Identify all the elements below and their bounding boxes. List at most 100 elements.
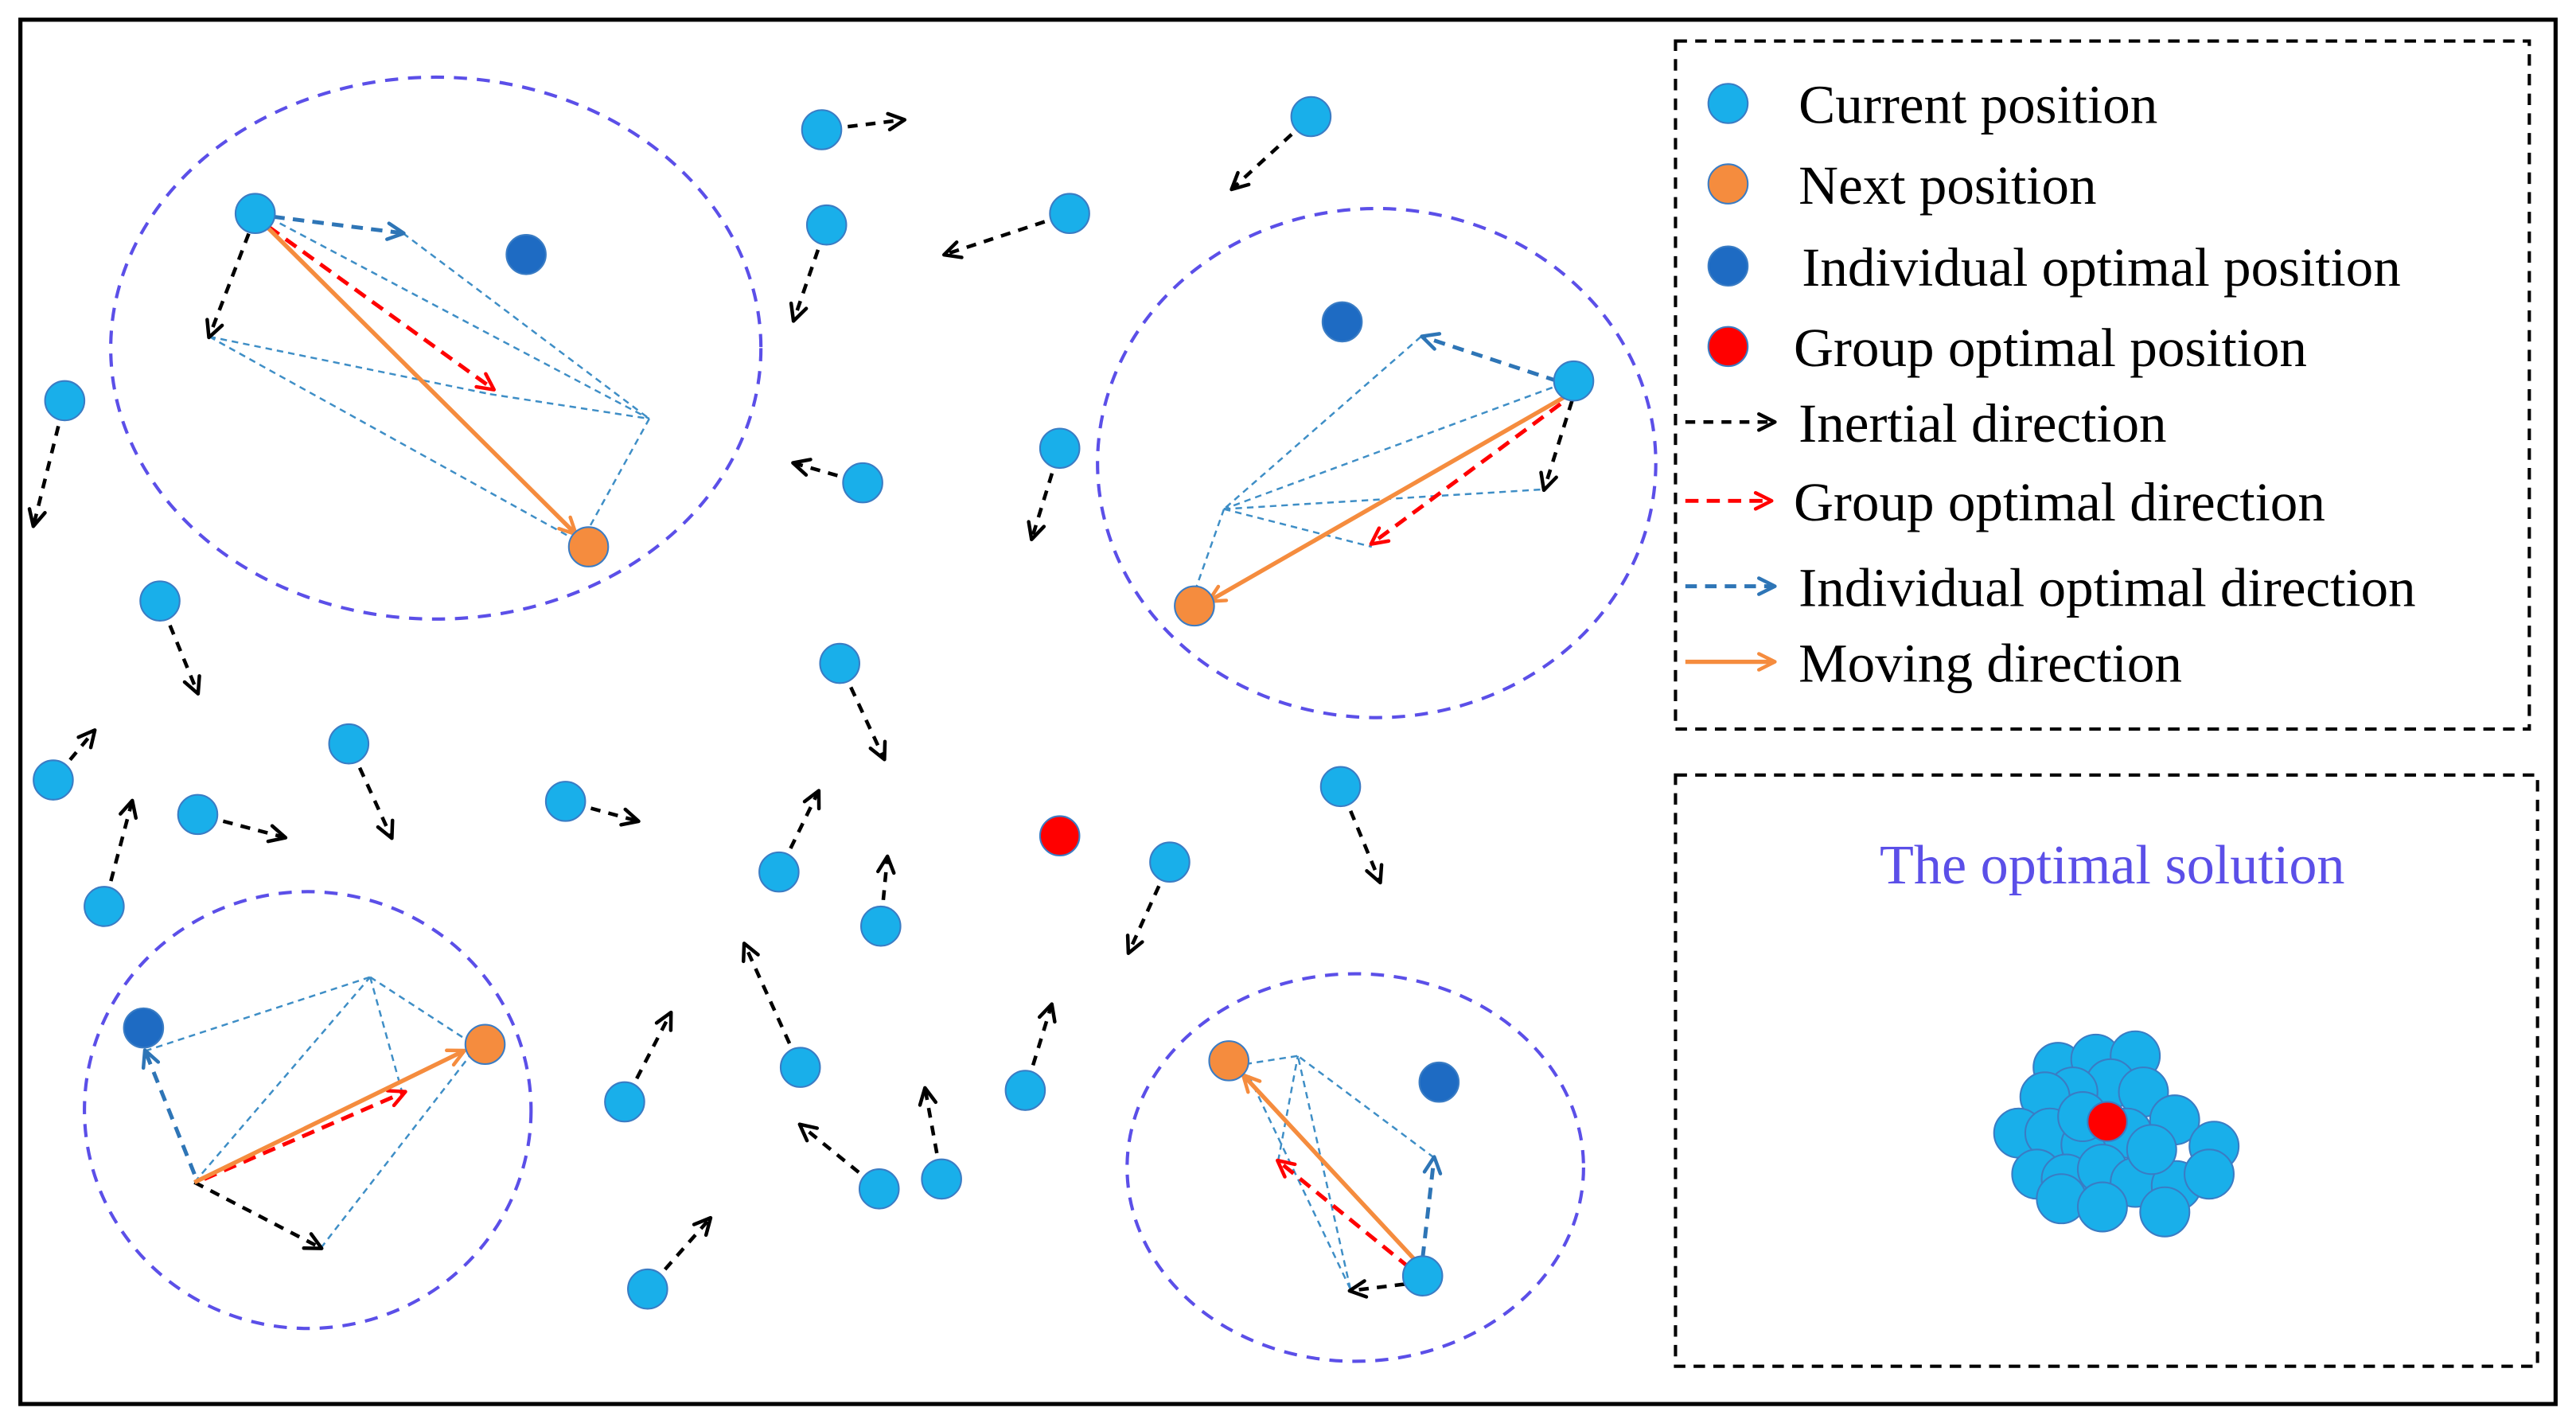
current-position-particle — [1553, 360, 1595, 402]
free-particle — [797, 1122, 900, 1210]
free-particle — [941, 193, 1090, 259]
current-position-particle — [860, 905, 902, 947]
inertial-direction-arrow — [741, 942, 792, 1045]
inertial-direction-arrow — [27, 425, 60, 528]
construction-line — [1223, 386, 1553, 510]
neighborhood-4 — [1125, 972, 1585, 1363]
red-circle-icon — [1707, 326, 1749, 368]
inertial-direction-arrow — [918, 1086, 939, 1154]
legend: Current position Next position Individua… — [1674, 39, 2531, 731]
free-particle — [1004, 1002, 1057, 1111]
current-position-particle — [604, 1081, 645, 1123]
current-position-particle — [1401, 1255, 1444, 1296]
next-position-particle — [1208, 1040, 1250, 1082]
optimal-solution-title: The optimal solution — [1880, 834, 2344, 896]
current-position-particle — [842, 462, 883, 504]
construction-line — [1223, 336, 1422, 510]
moving-direction-arrow — [1241, 1073, 1418, 1263]
current-position-particle — [2139, 1186, 2191, 1238]
inertial-direction-arrow — [848, 111, 907, 132]
moving-direction-arrow — [258, 218, 579, 536]
free-particle — [1027, 427, 1081, 542]
inertial-direction-arrow — [849, 686, 887, 762]
group-optimal-direction-arrow — [1276, 1158, 1411, 1269]
group-optimal-particle — [1039, 815, 1081, 857]
current-position-particle — [805, 204, 848, 246]
construction-line — [368, 977, 404, 1096]
inertial-direction-arrow — [791, 458, 838, 478]
construction-line — [1276, 1055, 1300, 1161]
construction-line — [1296, 1055, 1352, 1289]
moving-direction-arrow — [1206, 395, 1565, 603]
current-position-particle — [779, 1047, 821, 1088]
inertial-direction-arrow — [876, 854, 896, 901]
free-particle — [801, 109, 907, 150]
free-particle — [819, 642, 887, 762]
neighborhood-circle — [1096, 206, 1658, 719]
current-position-particle — [328, 723, 370, 765]
legend-label-group-optimal-position: Group optimal position — [1794, 317, 2307, 378]
current-position-particle — [1319, 766, 1362, 808]
legend-label-inertial-direction: Inertial direction — [1799, 392, 2166, 454]
neighborhood-3 — [83, 890, 533, 1331]
group-optimal-direction-arrow — [1369, 402, 1562, 546]
current-position-particle — [139, 580, 181, 622]
construction-line — [279, 222, 650, 420]
current-position-particle — [2076, 1181, 2128, 1233]
individual-optimal-particle — [1418, 1061, 1460, 1103]
free-particle — [918, 1086, 962, 1200]
free-particle — [139, 580, 201, 696]
individual-optimal-particle — [123, 1007, 165, 1049]
inertial-direction-arrow — [109, 798, 138, 882]
optimal-solution-panel: The optimal solution — [1674, 773, 2539, 1368]
inertial-direction-arrow — [789, 789, 821, 849]
current-position-particle — [33, 759, 74, 801]
search-space — [27, 75, 1658, 1363]
legend-label-next-position: Next position — [1799, 154, 2096, 216]
individual-optimal-particle — [1321, 301, 1363, 343]
construction-line — [369, 976, 474, 1046]
free-particle — [791, 458, 883, 504]
legend-label-individual-optimal-position: Individual optimal position — [1802, 236, 2400, 298]
inertial-direction-arrow — [1349, 809, 1384, 885]
neighborhood-2 — [1096, 206, 1658, 719]
group-optimal-direction-arrow — [203, 1089, 407, 1181]
construction-line — [1223, 488, 1545, 510]
current-position-particle — [801, 109, 843, 150]
moving-direction-arrow — [193, 1048, 466, 1184]
group-optimal-particle — [2087, 1101, 2128, 1143]
free-particle — [741, 942, 821, 1088]
free-particle — [27, 380, 86, 528]
current-position-particle — [921, 1158, 962, 1200]
outer-frame — [18, 18, 2558, 1406]
current-position-particle — [177, 793, 219, 836]
inertial-direction-arrow — [168, 624, 201, 696]
legend-box — [1674, 39, 2531, 731]
free-particle — [1319, 766, 1384, 885]
legend-label-moving-direction: Moving direction — [1799, 632, 2182, 693]
current-position-particle — [1049, 193, 1090, 235]
current-position-particle — [44, 380, 86, 422]
current-position-particle — [2126, 1124, 2177, 1176]
inertial-direction-arrow — [1347, 1279, 1405, 1299]
individual-optimal-direction-arrow — [273, 214, 406, 241]
free-particle — [328, 723, 395, 840]
construction-line — [489, 392, 650, 420]
free-particle — [758, 789, 821, 893]
construction-line — [1245, 1055, 1299, 1066]
dark-blue-circle-icon — [1707, 245, 1749, 287]
next-position-particle — [567, 526, 610, 567]
free-particle — [1230, 96, 1332, 192]
individual-optimal-particle — [505, 234, 547, 275]
current-position-particle — [234, 193, 276, 235]
current-position-particle — [1149, 841, 1191, 883]
inertial-direction-arrow — [1230, 133, 1293, 192]
free-particle — [627, 1215, 713, 1310]
construction-line — [145, 976, 371, 1052]
construction-line — [208, 335, 568, 536]
legend-label-current-position: Current position — [1799, 74, 2157, 135]
free-particle — [604, 1010, 673, 1123]
inertial-direction-arrow — [1125, 885, 1161, 955]
inertial-direction-arrow — [193, 1180, 324, 1250]
